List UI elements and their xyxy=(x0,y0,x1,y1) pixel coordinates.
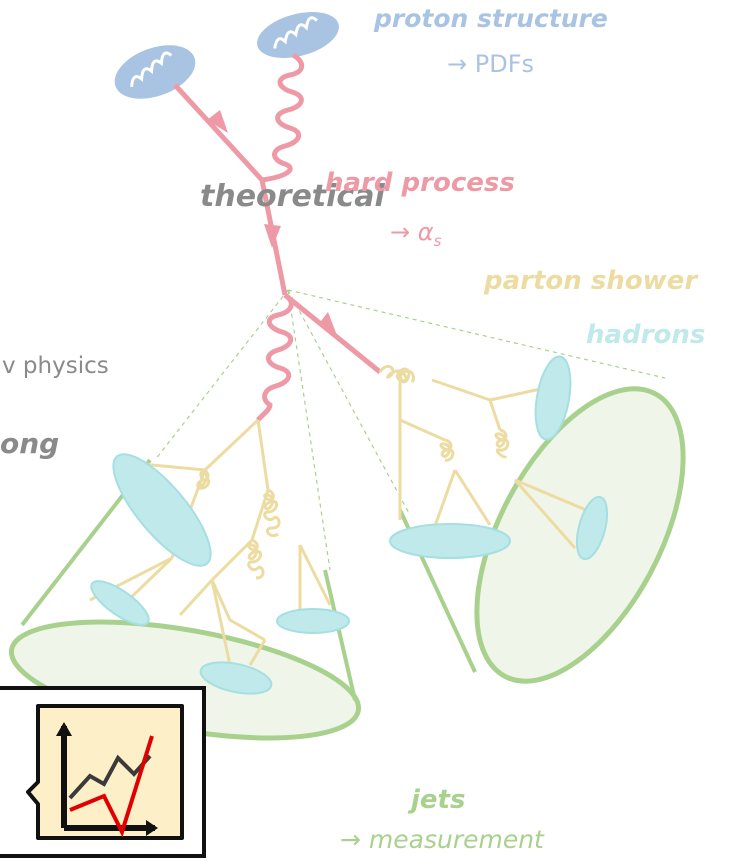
gluon-hard-top xyxy=(262,55,302,180)
label-strong: ong xyxy=(0,430,59,458)
label-pdfs: → PDFs xyxy=(447,52,534,76)
measurement-chart-icon-box xyxy=(0,686,206,858)
label-new-physics: v physics xyxy=(2,355,109,378)
label-jets: jets xyxy=(411,787,465,813)
label-measurement: → measurement xyxy=(340,827,544,852)
label-proton-structure: proton structure xyxy=(374,6,608,31)
label-alpha-s: → αs xyxy=(390,220,441,249)
label-parton-shower: parton shower xyxy=(484,268,697,294)
gluon-hard-bottom xyxy=(258,295,291,420)
label-hadrons: hadrons xyxy=(586,322,705,348)
label-hard-process: hard process xyxy=(325,170,515,196)
line-chart-icon xyxy=(0,686,206,858)
